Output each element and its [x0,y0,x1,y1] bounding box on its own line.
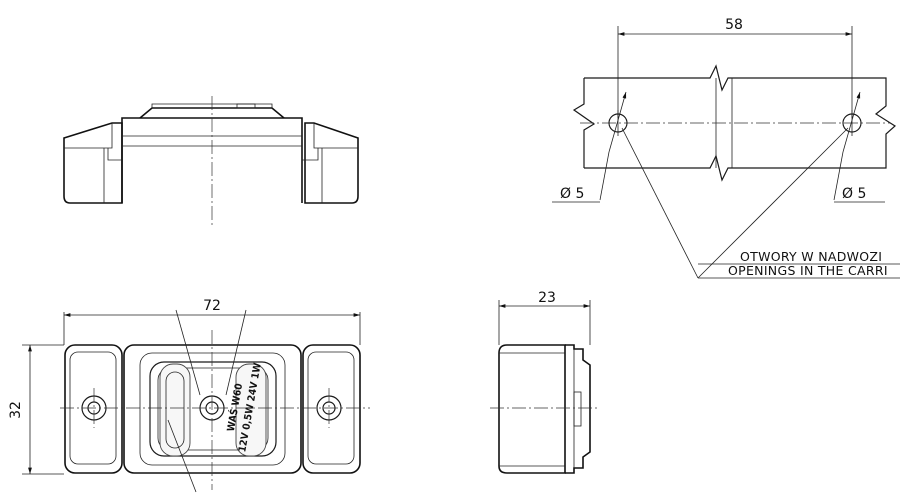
length-dimension: 72 [203,298,221,314]
hole-spacing-dimension: 58 [725,17,743,33]
height-dimension: 32 [8,401,24,419]
depth-dimension: 23 [538,290,556,306]
openings-note-polish: OTWORY W NADWOZI [740,249,882,264]
mounting-holes-view [552,26,900,279]
side-view [490,300,598,474]
right-hole-diameter: Ø 5 [842,186,866,202]
openings-note-english: OPENINGS IN THE CARRI [728,263,888,278]
left-hole-diameter: Ø 5 [560,186,584,202]
top-view [63,96,359,226]
front-view [22,309,370,493]
